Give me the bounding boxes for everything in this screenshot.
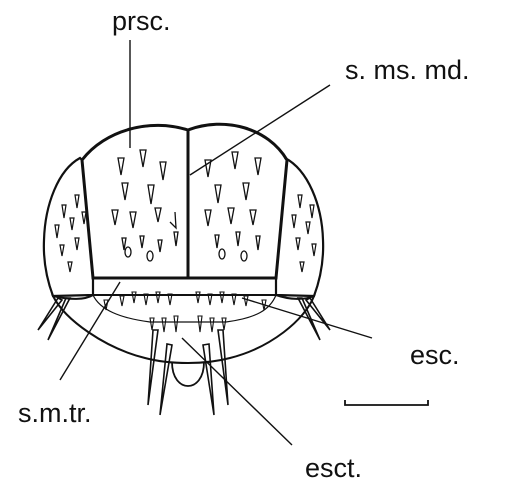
label-esc: esc. — [410, 342, 460, 369]
prescutum-right-plate — [188, 124, 287, 278]
prescutum-left-plate — [82, 125, 188, 278]
postscutellar-knob — [172, 362, 204, 386]
left-lateral-lobe — [44, 158, 93, 296]
leader-line-esct — [182, 338, 292, 445]
label-s-m-tr: s.m.tr. — [18, 400, 92, 427]
prescutum-left-setae — [112, 150, 178, 261]
scutellum-setae — [104, 292, 266, 332]
scutellum-outline — [53, 295, 314, 363]
prescutum-right-setae — [205, 152, 261, 261]
label-esct: esct. — [305, 455, 362, 482]
right-lateral-lobe — [276, 158, 323, 296]
label-prsc: prsc. — [112, 8, 171, 35]
scale-bar — [345, 400, 428, 405]
leader-line-esc — [242, 298, 372, 338]
label-s-ms-md: s. ms. md. — [345, 57, 470, 84]
